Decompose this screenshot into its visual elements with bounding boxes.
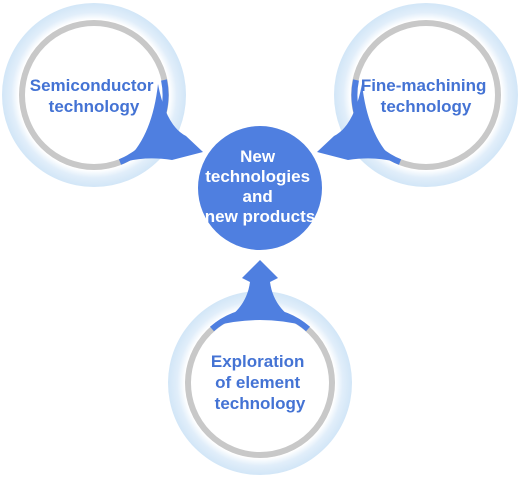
- node-fine-machining-label-line1: Fine-machining: [361, 76, 487, 95]
- semiconductor-to-center-arrow: [124, 84, 203, 162]
- svg-text:Semiconductor technology: Semiconductor technology: [30, 76, 158, 116]
- svg-text:Exploration of element: Exploration of element technology: [211, 352, 309, 413]
- node-fine-machining-label-line2: technology: [381, 97, 472, 116]
- center-label-line2: technologies: [205, 167, 310, 186]
- node-center-disc: [198, 126, 322, 250]
- fine-machining-to-center-arrow: [317, 84, 396, 162]
- svg-text:New technologies a: New technologies and new products: [205, 147, 316, 226]
- center-label-line4: new products: [205, 207, 316, 226]
- node-exploration-label-line2: of element: [215, 373, 300, 392]
- exploration-to-center-arrow: [214, 260, 306, 326]
- node-semiconductor: Semiconductor technology: [2, 3, 203, 187]
- node-exploration-label-line3: technology: [215, 394, 306, 413]
- center-label-line3: and: [243, 187, 273, 206]
- node-fine-machining: Fine-machining technology: [317, 3, 518, 187]
- node-center: New technologies and new products: [198, 126, 322, 250]
- svg-text:Fine-machining technolog: Fine-machining technology: [361, 76, 491, 116]
- node-semiconductor-label-line2: technology: [49, 97, 140, 116]
- node-exploration: Exploration of element technology: [168, 260, 352, 475]
- center-label-line1: New: [240, 147, 276, 166]
- node-semiconductor-label-line1: Semiconductor: [30, 76, 154, 95]
- node-exploration-label-line1: Exploration: [211, 352, 305, 371]
